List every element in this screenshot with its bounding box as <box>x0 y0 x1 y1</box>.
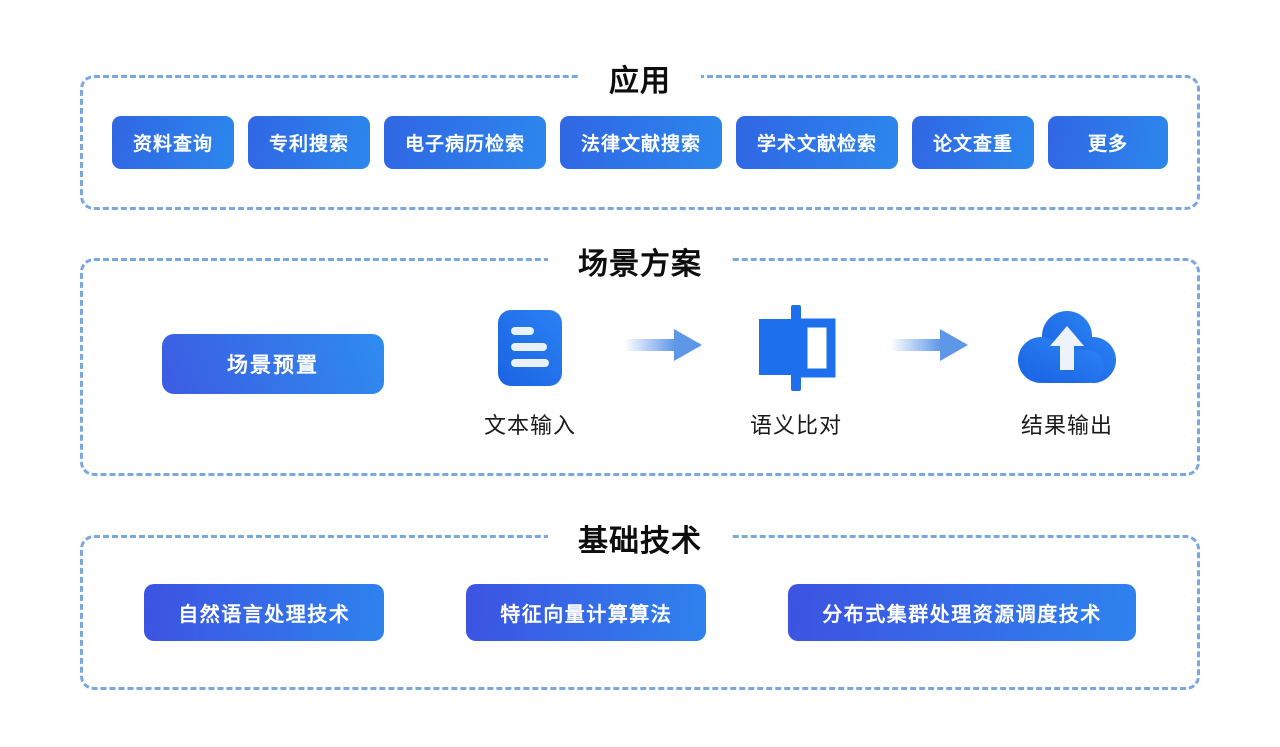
technology-button-row: 自然语言处理技术 特征向量计算算法 分布式集群处理资源调度技术 <box>83 538 1197 687</box>
technology-title: 基础技术 <box>548 516 732 560</box>
flow-label-result-output: 结果输出 <box>1021 413 1114 438</box>
applications-section: 应用 资料查询 专利搜索 电子病历检索 法律文献搜索 学术文献检索 论文查重 更… <box>80 56 1200 210</box>
tech-button-feature-vector[interactable]: 特征向量计算算法 <box>466 584 707 641</box>
flow-step-result-output: 结果输出 <box>1016 308 1118 440</box>
app-button-plagiarism-check[interactable]: 论文查重 <box>912 116 1035 169</box>
app-button-legal-doc-search[interactable]: 法律文献搜索 <box>559 116 722 169</box>
scenario-flow-row: 场景预置 文本输入 <box>83 261 1197 473</box>
scenario-preset-button[interactable]: 场景预置 <box>161 334 384 394</box>
app-button-more[interactable]: 更多 <box>1048 116 1169 169</box>
applications-button-row: 资料查询 专利搜索 电子病历检索 法律文献搜索 学术文献检索 论文查重 更多 <box>83 78 1197 207</box>
compare-icon <box>755 305 837 391</box>
app-button-patent-search[interactable]: 专利搜索 <box>247 116 370 169</box>
flow-arrow-icon <box>890 329 969 361</box>
app-button-academic-doc-retrieval[interactable]: 学术文献检索 <box>736 116 899 169</box>
tech-button-nlp[interactable]: 自然语言处理技术 <box>144 584 385 641</box>
flow-label-text-input: 文本输入 <box>483 413 576 438</box>
document-icon <box>497 308 563 388</box>
applications-title: 应用 <box>579 56 701 100</box>
app-button-emr-retrieval[interactable]: 电子病历检索 <box>383 116 546 169</box>
cloud-upload-icon <box>1016 308 1118 388</box>
flow-arrow-icon <box>624 329 702 361</box>
flow-label-semantic-compare: 语义比对 <box>750 413 843 438</box>
flow-step-semantic-compare: 语义比对 <box>750 305 843 440</box>
technology-section: 基础技术 自然语言处理技术 特征向量计算算法 分布式集群处理资源调度技术 <box>80 516 1200 690</box>
tech-button-distributed-cluster[interactable]: 分布式集群处理资源调度技术 <box>788 584 1136 641</box>
flow-step-text-input: 文本输入 <box>484 308 576 440</box>
app-button-data-query[interactable]: 资料查询 <box>111 116 234 169</box>
scenario-title: 场景方案 <box>548 239 732 283</box>
scenario-section: 场景方案 场景预置 文本输入 <box>80 239 1200 476</box>
